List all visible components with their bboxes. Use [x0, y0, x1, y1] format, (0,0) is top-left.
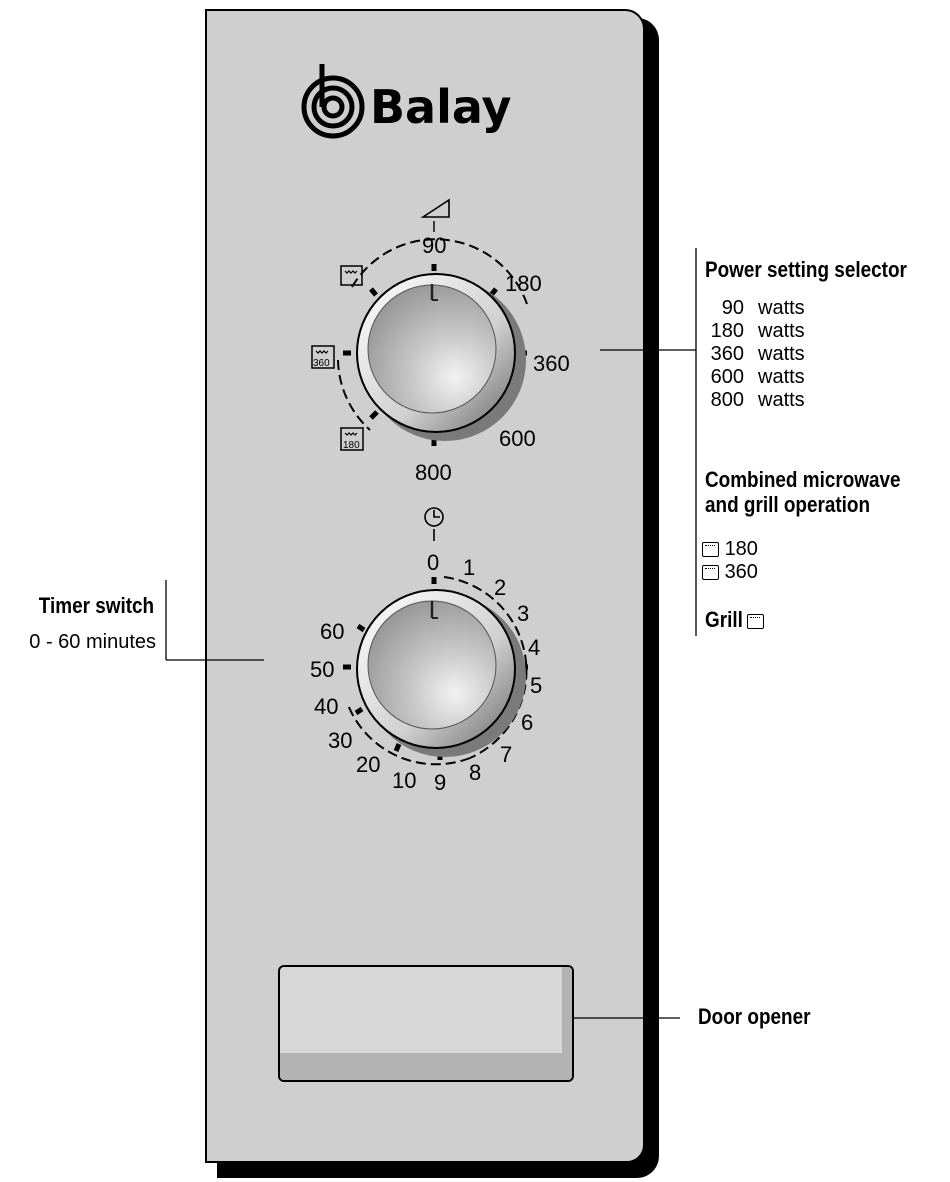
power-row-value: 180 [710, 320, 744, 342]
power-row-value: 90 [721, 297, 744, 319]
combi-180-icon-label: 180 [343, 440, 360, 451]
power-level-icon [420, 198, 450, 218]
timer-dial-arc [443, 576, 528, 759]
timer-mark-60: 60 [320, 619, 344, 644]
timer-mark-6: 6 [521, 710, 533, 735]
power-dial-arc-left [337, 359, 371, 431]
power-callout-title-text: Power setting selector [705, 257, 907, 282]
timer-knob-face [367, 600, 497, 730]
timer-callout-subtitle: 0 - 60 minutes [29, 631, 156, 653]
timer-callout-title: Timer switch [20, 594, 154, 619]
combi-180-icon: 180 [340, 427, 364, 451]
clock-icon [424, 507, 444, 541]
combined-callout-title: Combined microwave and grill operation [705, 468, 932, 518]
power-row-value: 600 [710, 366, 744, 388]
brand-name: Balay [370, 80, 511, 134]
power-mark-90: 90 [422, 233, 446, 258]
power-row-unit: watts [758, 343, 805, 365]
door-opener-button[interactable] [278, 965, 574, 1082]
power-row: 600 watts [696, 366, 805, 389]
combined-title-line-2: and grill operation [705, 492, 871, 517]
power-row: 800 watts [696, 389, 805, 412]
combined-row: 180 [702, 538, 758, 561]
power-callout-title: Power setting selector [705, 258, 940, 283]
timer-mark-30: 30 [328, 728, 352, 753]
grill-callout-label: Grill [705, 607, 743, 632]
door-callout: Door opener [698, 1005, 829, 1030]
grill-icon [702, 542, 719, 557]
timer-dial-arc-lower [347, 704, 471, 766]
power-mark-180: 180 [505, 271, 542, 296]
power-row-value: 800 [710, 389, 744, 411]
power-row-unit: watts [758, 389, 805, 411]
combi-360-icon: 360 [311, 345, 335, 369]
grill-callout: Grill [705, 607, 765, 633]
timer-mark-40: 40 [314, 694, 338, 719]
power-row: 360 watts [696, 343, 805, 366]
timer-mark-4: 4 [528, 635, 540, 660]
callout-leaders [165, 248, 697, 1019]
power-selector-knob[interactable] [337, 198, 528, 446]
timer-mark-50: 50 [310, 657, 334, 682]
timer-knob[interactable] [343, 507, 528, 766]
power-row: 180 watts [696, 320, 805, 343]
power-mark-360: 360 [533, 351, 570, 376]
grill-setting-icon [340, 265, 363, 286]
power-row-unit: watts [758, 320, 805, 342]
power-mark-800: 800 [415, 460, 452, 485]
combi-360-icon-label: 360 [313, 358, 330, 369]
combined-row: 360 [702, 561, 758, 584]
combined-row-value: 180 [724, 538, 758, 560]
timer-mark-2: 2 [494, 575, 506, 600]
combined-title-line-1: Combined microwave [705, 467, 901, 492]
power-row-unit: watts [758, 297, 805, 319]
power-row-unit: watts [758, 366, 805, 388]
timer-mark-8: 8 [469, 760, 481, 785]
timer-callout-title-text: Timer switch [38, 593, 154, 618]
timer-mark-9: 9 [434, 770, 446, 795]
timer-mark-20: 20 [356, 752, 380, 777]
power-row-value: 360 [710, 343, 744, 365]
timer-mark-0: 0 [427, 550, 439, 575]
power-dial-arc [351, 238, 528, 305]
door-opener-shade [280, 1053, 572, 1080]
grill-icon [747, 614, 765, 629]
power-row: 90 watts [696, 297, 805, 320]
grill-icon [702, 565, 719, 580]
timer-mark-5: 5 [530, 673, 542, 698]
combined-settings-list: 180 360 [702, 538, 758, 584]
power-watts-list: 90 watts 180 watts 360 watts 600 watts 800 wa… [696, 297, 805, 412]
power-mark-600: 600 [499, 426, 536, 451]
power-knob-face [367, 284, 497, 414]
balay-logo-spiral-icon [301, 64, 365, 139]
door-callout-title: Door opener [698, 1004, 811, 1029]
timer-mark-10: 10 [392, 768, 416, 793]
door-opener-side-shade [562, 967, 572, 1080]
balay-logo: Balay [301, 64, 511, 139]
timer-mark-3: 3 [517, 601, 529, 626]
combined-row-value: 360 [724, 561, 758, 583]
timer-mark-1: 1 [463, 555, 475, 580]
timer-mark-7: 7 [500, 742, 512, 767]
